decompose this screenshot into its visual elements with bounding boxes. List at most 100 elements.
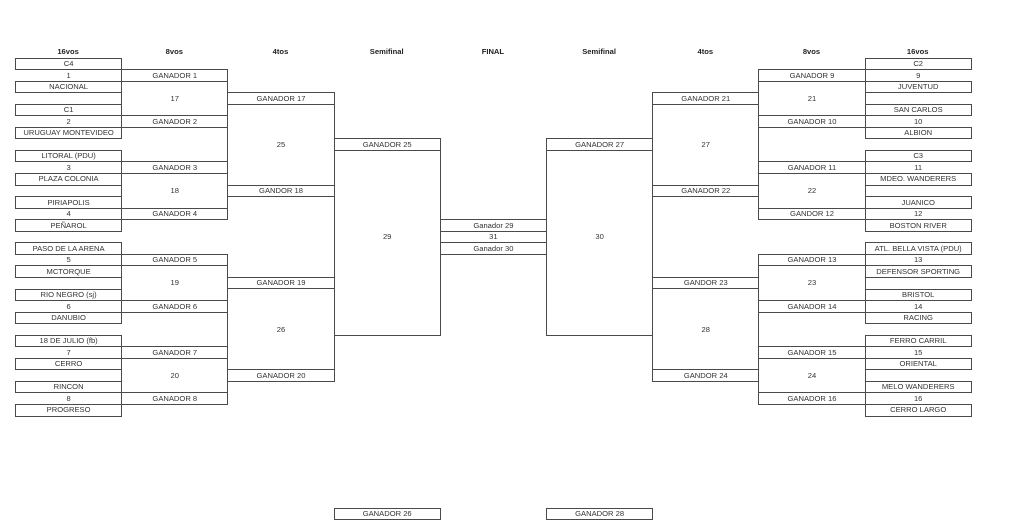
semifinal-match-number: 30 xyxy=(595,232,604,242)
round-of-16-slot: GANADOR 16 xyxy=(758,392,866,405)
team-box: CERRO LARGO xyxy=(864,404,972,417)
round-of-16-match-number: 23 xyxy=(807,278,817,288)
round-of-16-slot: GANADOR 6 xyxy=(121,300,229,313)
team-box: SAN CARLOS xyxy=(864,103,972,117)
round-of-16-slot: GANADOR 9 xyxy=(758,69,866,82)
round-of-16-match-number: 19 xyxy=(170,278,179,288)
quarterfinal-match-number: 28 xyxy=(701,324,710,334)
round-header: 16vos xyxy=(906,47,929,57)
team-box: PIRIAPOLIS xyxy=(15,196,123,209)
team-box: C3 xyxy=(864,149,972,163)
round-header: 4tos xyxy=(697,47,714,57)
team-box: ALBION xyxy=(864,126,972,140)
team-box: RIO NEGRO (sj) xyxy=(15,288,123,302)
match-number: 8 xyxy=(66,393,71,403)
semifinal-slot: GANADOR 26 xyxy=(333,507,441,521)
quarterfinal-slot: GANADOR 22 xyxy=(652,184,760,198)
round-of-16-slot: GANADOR 8 xyxy=(121,392,229,405)
team-box: PASO DE LA ARENA xyxy=(15,242,123,255)
semifinal-slot: GANADOR 27 xyxy=(546,138,654,151)
round-of-16-match-number: 22 xyxy=(807,186,817,196)
team-box: RACING xyxy=(864,311,972,325)
match-number: 9 xyxy=(916,70,921,80)
quarterfinal-slot: GANDOR 18 xyxy=(227,184,335,198)
team-box: BRISTOL xyxy=(864,288,972,302)
match-number: 15 xyxy=(913,347,923,357)
match-number: 7 xyxy=(66,347,71,357)
team-box: BOSTON RIVER xyxy=(864,219,972,232)
round-of-16-slot: GANADOR 11 xyxy=(758,161,866,174)
team-box: DEFENSOR SPORTING xyxy=(864,265,972,278)
team-box: C4 xyxy=(15,57,123,71)
round-header: 4tos xyxy=(272,47,289,57)
final-slot-bottom: Ganador 30 xyxy=(439,242,547,255)
quarterfinal-slot: GANADOR 20 xyxy=(227,369,335,382)
quarterfinal-match-number: 26 xyxy=(276,324,286,334)
round-header: 16vos xyxy=(57,47,79,57)
team-box: PLAZA COLONIA xyxy=(15,173,123,186)
team-box: MELO WANDERERS xyxy=(864,380,972,394)
quarterfinal-match-number: 25 xyxy=(276,139,286,149)
team-box: MDEO. WANDERERS xyxy=(864,173,972,186)
match-number: 1 xyxy=(66,70,71,80)
round-of-16-match-number: 17 xyxy=(170,93,179,103)
quarterfinal-slot: GANADOR 21 xyxy=(652,92,760,105)
team-box: DANUBIO xyxy=(15,311,123,325)
semifinal-match-number: 29 xyxy=(382,232,392,242)
quarterfinal-slot: GANDOR 24 xyxy=(652,369,760,382)
team-box: ATL. BELLA VISTA (PDU) xyxy=(864,242,972,255)
team-box: ORIENTAL xyxy=(864,357,972,371)
semifinal-slot: GANADOR 25 xyxy=(333,138,441,151)
quarterfinal-match-number: 27 xyxy=(701,139,710,149)
round-of-16-match-number: 21 xyxy=(807,93,817,103)
round-of-16-slot: GANADOR 5 xyxy=(121,253,229,267)
team-box: CERRO xyxy=(15,357,123,371)
team-box: PEÑAROL xyxy=(15,219,123,232)
round-of-16-slot: GANADOR 13 xyxy=(758,253,866,267)
round-of-16-slot: GANADOR 4 xyxy=(121,207,229,221)
match-number: 2 xyxy=(66,116,71,126)
match-number: 12 xyxy=(913,209,923,219)
team-box: FERRO CARRIL xyxy=(864,334,972,348)
team-box: LITORAL (PDU) xyxy=(15,149,123,163)
round-of-16-slot: GANDOR 12 xyxy=(758,207,866,221)
match-number: 16 xyxy=(913,393,923,403)
round-header: FINAL xyxy=(481,47,505,57)
match-number: 11 xyxy=(914,162,923,172)
match-number: 13 xyxy=(913,255,923,265)
round-header: Semifinal xyxy=(582,47,616,57)
quarterfinal-slot: GANADOR 17 xyxy=(227,92,335,105)
quarterfinal-slot: GANDOR 23 xyxy=(652,276,760,290)
team-box: JUANICO xyxy=(864,196,972,209)
team-box: 18 DE JULIO (fb) xyxy=(15,334,123,348)
quarterfinal-slot: GANADOR 19 xyxy=(227,276,335,290)
match-number: 6 xyxy=(66,301,71,311)
round-header: 8vos xyxy=(802,47,821,57)
match-number: 14 xyxy=(913,301,923,311)
semifinal-slot: GANADOR 28 xyxy=(546,507,654,521)
team-box: NACIONAL xyxy=(15,80,123,94)
team-box: MCTORQUE xyxy=(15,265,123,278)
round-of-16-slot: GANADOR 7 xyxy=(121,346,229,359)
team-box: PROGRESO xyxy=(15,404,123,417)
match-number: 10 xyxy=(913,116,923,126)
round-header: Semifinal xyxy=(369,47,404,57)
round-of-16-slot: GANADOR 14 xyxy=(758,300,866,313)
round-of-16-slot: GANADOR 2 xyxy=(121,115,229,128)
match-number: 3 xyxy=(66,162,71,172)
team-box: C2 xyxy=(864,57,972,71)
team-box: JUVENTUD xyxy=(864,80,972,94)
round-of-16-match-number: 20 xyxy=(170,370,179,380)
team-box: RINCON xyxy=(15,380,123,394)
round-of-16-match-number: 18 xyxy=(170,186,179,196)
team-box: URUGUAY MONTEVIDEO xyxy=(15,126,123,140)
round-of-16-slot: GANADOR 15 xyxy=(758,346,866,359)
round-header: 8vos xyxy=(165,47,183,57)
round-of-16-slot: GANADOR 3 xyxy=(121,161,229,174)
match-number: 5 xyxy=(66,255,71,265)
match-number: 4 xyxy=(66,209,71,219)
team-box: C1 xyxy=(15,103,123,117)
round-of-16-slot: GANADOR 10 xyxy=(758,115,866,128)
round-of-16-slot: GANADOR 1 xyxy=(121,69,229,82)
round-of-16-match-number: 24 xyxy=(807,370,817,380)
